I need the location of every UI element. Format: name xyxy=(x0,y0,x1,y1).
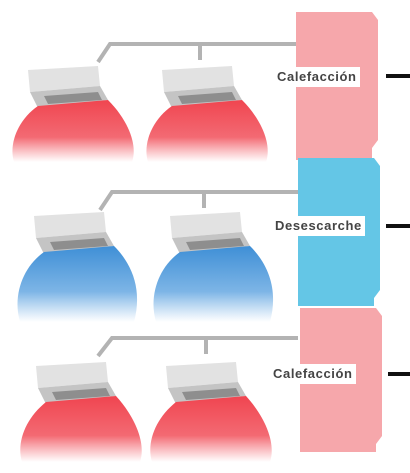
cold-airflow xyxy=(153,246,274,322)
mode-label-row-3: Calefacción xyxy=(270,364,356,384)
row-2 xyxy=(17,158,410,322)
warm-airflow xyxy=(12,100,134,162)
mode-label-row-2: Desescarche xyxy=(272,216,365,236)
pipe-lines xyxy=(96,336,298,358)
warm-airflow xyxy=(146,100,268,162)
cold-airflow xyxy=(17,246,138,322)
indoor-unit-right xyxy=(162,66,242,108)
indoor-unit-right xyxy=(166,362,246,404)
pipe-lines xyxy=(98,190,300,212)
row-3 xyxy=(20,308,410,462)
indoor-unit-right xyxy=(170,212,250,254)
warm-airflow xyxy=(20,396,142,462)
indoor-unit-left xyxy=(28,66,108,108)
row-1 xyxy=(12,12,410,162)
mode-label-row-1: Calefacción xyxy=(274,67,360,87)
indoor-unit-left xyxy=(36,362,116,404)
indoor-unit-left xyxy=(34,212,114,254)
pipe-lines xyxy=(96,42,298,64)
warm-airflow xyxy=(150,396,272,462)
